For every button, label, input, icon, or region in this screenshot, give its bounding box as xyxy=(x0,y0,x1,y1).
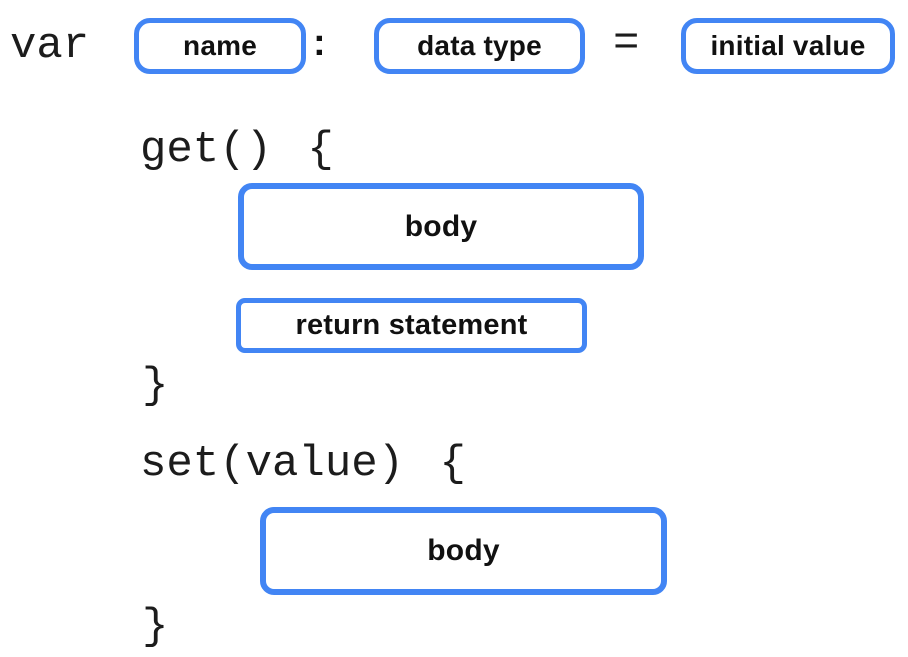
name-placeholder-box: name xyxy=(134,18,306,74)
initial-value-placeholder-box: initial value xyxy=(681,18,895,74)
getter-body-placeholder-box: body xyxy=(238,183,644,270)
var-keyword: var xyxy=(10,21,90,71)
getter-body-placeholder-label: body xyxy=(404,209,478,243)
data-type-placeholder-box: data type xyxy=(374,18,585,74)
initial-value-placeholder-label: initial value xyxy=(710,30,866,61)
get-header: get() { xyxy=(140,125,334,175)
get-closing-brace: } xyxy=(142,361,169,411)
set-closing-brace: } xyxy=(142,602,169,652)
setter-body-placeholder-label: body xyxy=(427,534,500,567)
setter-body-placeholder-box: body xyxy=(260,507,667,595)
data-type-placeholder-label: data type xyxy=(417,30,542,61)
name-placeholder-label: name xyxy=(183,30,257,61)
return-statement-placeholder-label: return statement xyxy=(295,309,528,341)
colon-separator: : xyxy=(313,22,326,64)
set-header: set(value) { xyxy=(140,439,466,489)
equals-sign: = xyxy=(613,19,640,69)
return-statement-placeholder-box: return statement xyxy=(236,298,587,353)
